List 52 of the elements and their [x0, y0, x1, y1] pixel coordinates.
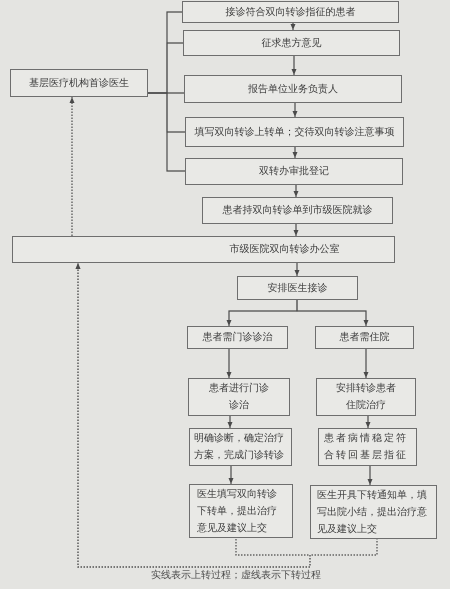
box-label: 患者进行门诊诊治 [208, 382, 270, 413]
note-text: 实线表示上转过程；虚线表示下转过程 [151, 569, 321, 583]
box-label: 安排医生接诊 [268, 282, 328, 296]
arrow [228, 416, 232, 428]
arrow [292, 103, 298, 117]
arrow [364, 349, 368, 378]
box-label: 患者持双向转诊单到市级医院就诊 [222, 204, 372, 218]
dashed-arrow [76, 263, 378, 568]
connector-line [148, 92, 185, 172]
box-label: 征求患方意见 [262, 36, 322, 50]
process-box [183, 30, 400, 56]
process-box [185, 158, 403, 185]
process-box [188, 378, 290, 416]
arrow [226, 349, 232, 378]
box-label: 双转办审批登记 [259, 164, 329, 179]
process-box [189, 484, 293, 538]
arrow [294, 263, 300, 276]
box-label: 市级医院双向转诊办公室 [230, 242, 340, 257]
box-label: 患者病情稳定符合转回基层指征 [324, 432, 409, 463]
process-box [12, 236, 395, 263]
process-box [185, 117, 404, 147]
arrow [292, 147, 298, 158]
process-box [237, 276, 358, 300]
arrow [366, 416, 370, 428]
box-label: 基层医疗机构首诊医生 [29, 76, 129, 90]
process-box [187, 326, 288, 349]
process-box [189, 428, 292, 466]
arrow [368, 466, 372, 485]
process-box [202, 197, 393, 224]
process-box [182, 1, 399, 23]
process-box [315, 326, 414, 349]
process-box [184, 75, 402, 103]
box-label: 填写双向转诊上转单；交待双向转诊注意事项 [194, 126, 394, 140]
process-box [318, 428, 417, 466]
box-label: 医生填写双向转诊下转单，提出治疗意见及建议上交 [197, 488, 278, 536]
box-label: 明确诊断，确定治疗方案，完成门诊转诊 [194, 432, 285, 463]
box-label: 安排转诊患者住院治疗 [335, 382, 397, 413]
arrow [294, 224, 298, 236]
box-label: 患者需住院 [340, 330, 390, 345]
box-label: 接诊符合双向转诊指征的患者 [226, 6, 356, 20]
box-label: 医生开具下转通知单，填写出院小结，提出治疗意见及建议上交 [317, 488, 428, 536]
box-label: 报告单位业务负责人 [248, 82, 338, 96]
arrow [290, 23, 296, 30]
dashed-arrow [70, 97, 74, 236]
box-label: 患者需门诊诊治 [202, 330, 272, 345]
arrow [292, 56, 296, 75]
process-box [316, 378, 416, 416]
arrow [294, 185, 298, 197]
process-box [310, 485, 437, 539]
arrow [296, 300, 368, 326]
arrow [228, 466, 234, 484]
process-box [10, 69, 148, 97]
